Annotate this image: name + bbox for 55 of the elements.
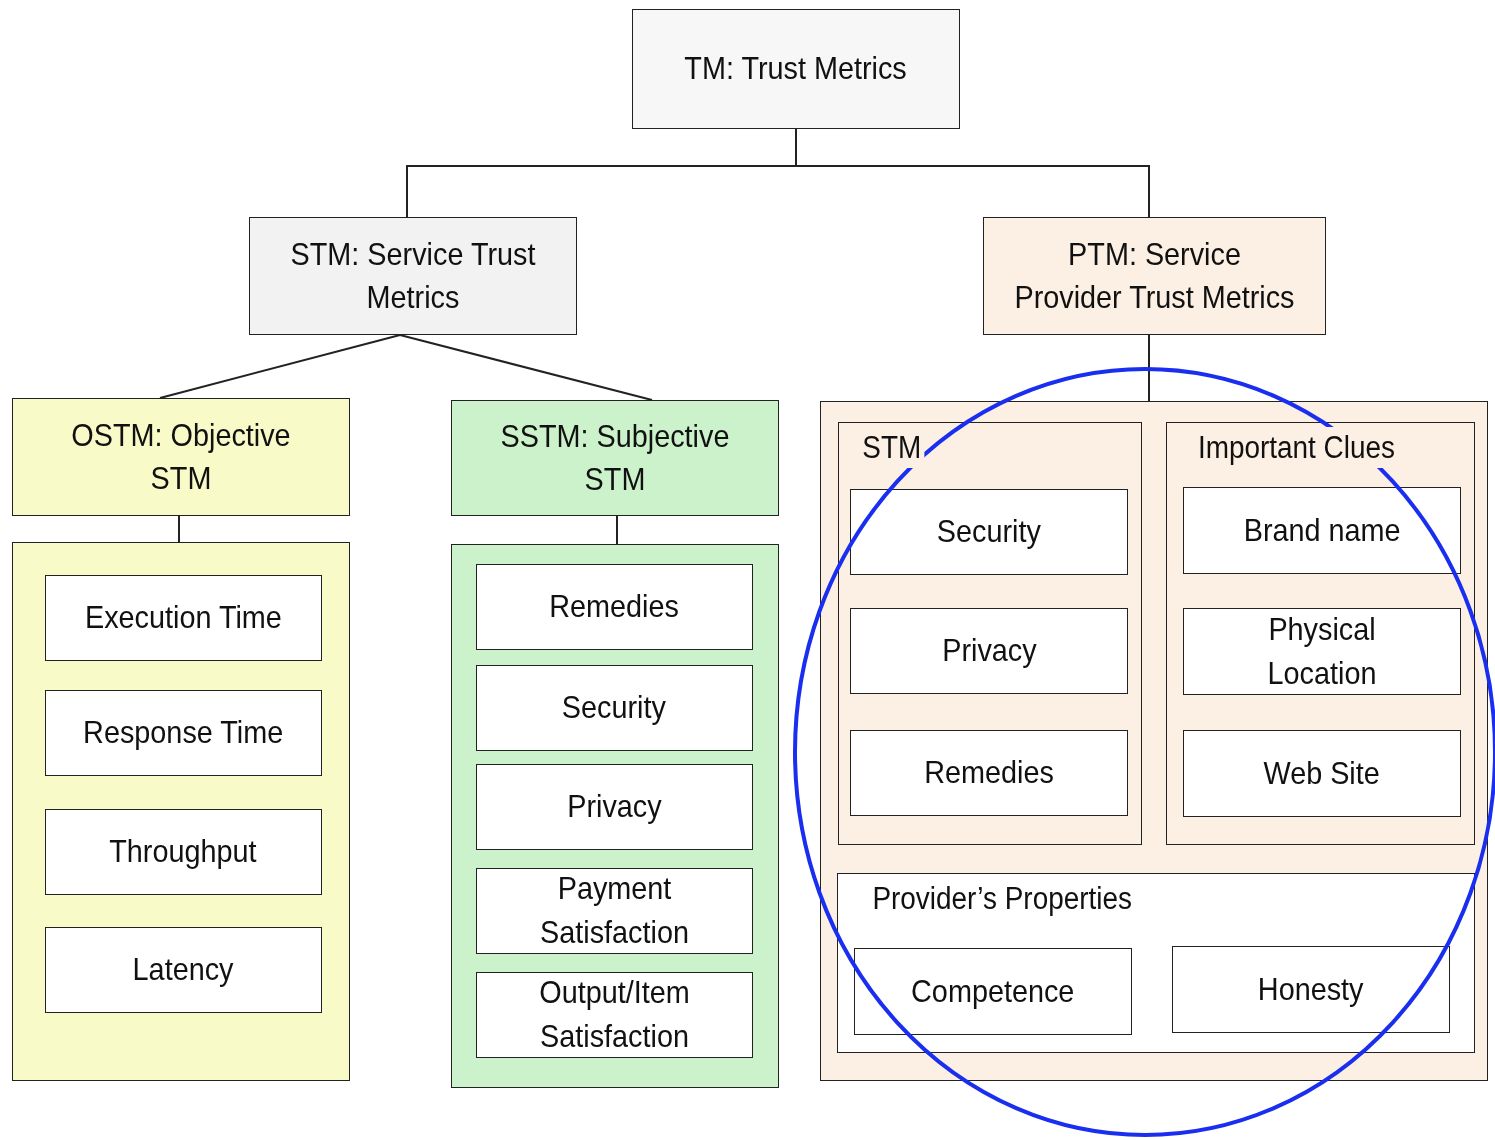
- group-box: [837, 421, 1142, 845]
- box-label: Security: [561, 687, 667, 727]
- box-label: Security: [936, 512, 1042, 552]
- container-box: [451, 544, 779, 1088]
- metric-box: [983, 217, 1326, 335]
- box-label: OSTM: Objective STM: [70, 415, 292, 498]
- metric-box: [475, 664, 753, 751]
- metric-box: [850, 608, 1128, 694]
- metric-box: [632, 9, 960, 129]
- container-box: [12, 542, 350, 1081]
- box-label: Output/Item Satisfaction: [537, 973, 691, 1056]
- box-label: Remedies: [923, 753, 1055, 793]
- box-label: Remedies: [548, 586, 680, 626]
- box-label: SSTM: Subjective STM: [499, 416, 731, 499]
- connector-line: [616, 515, 618, 545]
- metric-box: [44, 574, 322, 661]
- group-box: [1165, 421, 1475, 845]
- metric-box: [1183, 608, 1461, 695]
- metric-box: [1183, 730, 1461, 817]
- metric-box: [12, 398, 350, 516]
- box-label: Latency: [131, 949, 235, 989]
- box-label: Brand name: [1242, 510, 1402, 550]
- metric-box: [850, 489, 1128, 575]
- box-label: Competence: [910, 971, 1076, 1011]
- metric-box: [854, 948, 1132, 1035]
- metric-box: [44, 926, 322, 1013]
- box-label: Web Site: [1262, 753, 1382, 793]
- box-label: Privacy: [940, 631, 1038, 671]
- connector-line: [1148, 334, 1150, 402]
- metric-box: [475, 867, 753, 954]
- metric-box: [475, 563, 753, 650]
- metric-box: [44, 808, 322, 895]
- connector-line: [159, 334, 401, 399]
- box-label: TM: Trust Metrics: [683, 49, 909, 89]
- box-label: Privacy: [565, 786, 663, 826]
- box-label: Physical Location: [1266, 610, 1378, 693]
- box-label: Response Time: [81, 712, 285, 752]
- box-label: Payment Satisfaction: [538, 869, 690, 952]
- metric-box: [249, 217, 577, 335]
- metric-box: [475, 763, 753, 850]
- metric-box: [475, 971, 753, 1058]
- box-label: PTM: Service Provider Trust Metrics: [1013, 234, 1296, 317]
- metric-box: [451, 400, 779, 516]
- connector-line: [178, 515, 180, 543]
- metric-box: [850, 730, 1128, 816]
- box-label: Honesty: [1257, 969, 1365, 1009]
- box-label: Execution Time: [83, 597, 283, 637]
- connector-line: [399, 334, 653, 401]
- group-box: [836, 872, 1475, 1053]
- box-label: Throughput: [108, 831, 258, 871]
- container-box: [820, 401, 1488, 1081]
- box-label: STM: Service Trust Metrics: [289, 234, 537, 317]
- metric-box: [1172, 946, 1450, 1033]
- metric-box: [44, 689, 322, 776]
- metric-box: [1183, 487, 1461, 574]
